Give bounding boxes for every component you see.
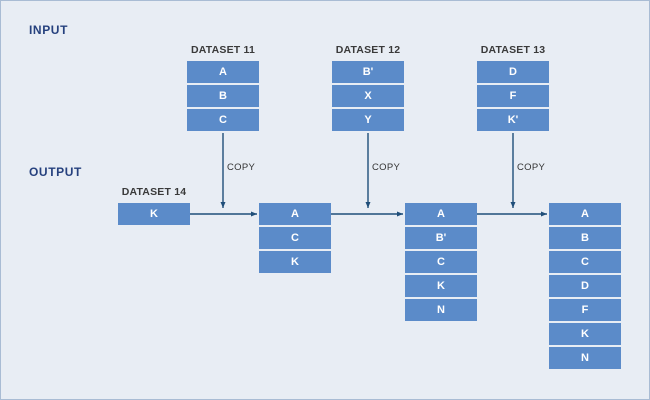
cell-output-stage-3-2[interactable]: C xyxy=(549,251,621,273)
stack-title-dataset-14: DATASET 14 xyxy=(121,186,187,198)
cell-dataset-12-1[interactable]: X xyxy=(332,85,404,107)
copy-label-1: COPY xyxy=(227,162,256,173)
cell-dataset-13-0[interactable]: D xyxy=(477,61,549,83)
cell-output-stage-1-2[interactable]: K xyxy=(259,251,331,273)
cell-dataset-13-2[interactable]: K' xyxy=(477,109,549,131)
cell-output-stage-3-3[interactable]: D xyxy=(549,275,621,297)
cell-output-stage-2-2[interactable]: C xyxy=(405,251,477,273)
cell-dataset-13-1[interactable]: F xyxy=(477,85,549,107)
cell-output-stage-3-0[interactable]: A xyxy=(549,203,621,225)
stack-dataset-14: DATASET 14 K xyxy=(118,186,190,225)
cell-dataset-12-0[interactable]: B' xyxy=(332,61,404,83)
copy-label-3: COPY xyxy=(517,162,546,173)
stack-title-dataset-13: DATASET 13 xyxy=(480,44,546,56)
stack-title-dataset-12: DATASET 12 xyxy=(335,44,401,56)
cell-output-stage-2-3[interactable]: K xyxy=(405,275,477,297)
cell-output-stage-3-6[interactable]: N xyxy=(549,347,621,369)
cell-dataset-14-0[interactable]: K xyxy=(118,203,190,225)
cell-output-stage-3-1[interactable]: B xyxy=(549,227,621,249)
stack-title-dataset-11: DATASET 11 xyxy=(190,44,256,56)
input-section-label: INPUT xyxy=(29,23,68,37)
cell-output-stage-3-4[interactable]: F xyxy=(549,299,621,321)
cell-output-stage-1-0[interactable]: A xyxy=(259,203,331,225)
cell-output-stage-3-5[interactable]: K xyxy=(549,323,621,345)
cell-output-stage-1-1[interactable]: C xyxy=(259,227,331,249)
copy-connectors xyxy=(220,133,516,208)
cell-dataset-11-0[interactable]: A xyxy=(187,61,259,83)
cell-dataset-11-1[interactable]: B xyxy=(187,85,259,107)
copy-label-2: COPY xyxy=(372,162,401,173)
cell-output-stage-2-4[interactable]: N xyxy=(405,299,477,321)
cell-output-stage-2-1[interactable]: B' xyxy=(405,227,477,249)
cell-dataset-11-2[interactable]: C xyxy=(187,109,259,131)
cell-output-stage-2-0[interactable]: A xyxy=(405,203,477,225)
cell-dataset-12-2[interactable]: Y xyxy=(332,109,404,131)
output-section-label: OUTPUT xyxy=(29,165,82,179)
